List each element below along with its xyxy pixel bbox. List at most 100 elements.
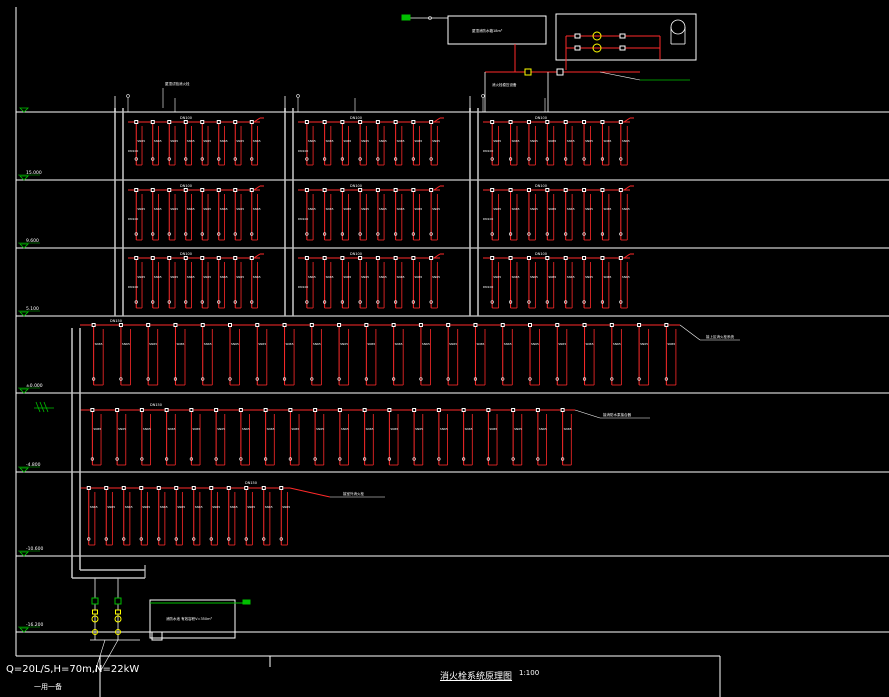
hydrant-cabinet-icon xyxy=(340,232,344,236)
hydrant-tag: SN65 xyxy=(379,139,387,143)
gate-valve-icon xyxy=(183,256,188,260)
leader-line xyxy=(99,639,119,673)
hydrant-cabinet-icon xyxy=(582,377,587,381)
hydrant-cabinet-icon xyxy=(167,232,171,236)
gate-valve-icon xyxy=(391,323,396,327)
level-label: -4.800 xyxy=(26,462,41,468)
hydrant-tag: SN65 xyxy=(187,275,195,279)
hydrant-cabinet-icon xyxy=(157,537,161,541)
hydrant-tag: SN65 xyxy=(160,505,168,509)
hydrant-cabinet-icon xyxy=(619,232,623,236)
hydrant-tag: SN65 xyxy=(512,139,520,143)
hydrant-tag: SN65 xyxy=(107,505,115,509)
hydrant-cabinet-icon xyxy=(561,457,565,461)
gate-valve-icon xyxy=(535,408,540,412)
hydrant-tag: SN65 xyxy=(414,139,422,143)
hydrant-cabinet-icon xyxy=(233,157,237,161)
hydrant-tag: SN65 xyxy=(326,275,334,279)
hydrant-tag: SN65 xyxy=(282,505,290,509)
hydrant-tag: SN65 xyxy=(154,139,162,143)
hydrant-cabinet-icon xyxy=(92,377,96,381)
gate-valve-icon xyxy=(560,408,565,412)
booster-pump-icon xyxy=(592,43,602,53)
level-mark-triangle xyxy=(19,467,29,473)
gate-valve-icon xyxy=(563,256,568,260)
design-params-label: Q=20L/S,H=70m,N=22kW xyxy=(6,664,140,675)
gate-valve-icon xyxy=(167,120,172,124)
level-mark-triangle xyxy=(19,311,29,317)
check-valve-icon xyxy=(619,33,626,39)
pipe-size-label: DN100 xyxy=(350,184,362,188)
hydrant-tag: SN65 xyxy=(154,207,162,211)
hydrant-cabinet-icon xyxy=(358,157,362,161)
hydrant-tag: SN65 xyxy=(125,505,133,509)
pipe-size-label: DN150 xyxy=(245,481,257,485)
gate-valve-icon xyxy=(200,120,205,124)
hydrant-tag: SN65 xyxy=(531,342,539,346)
hydrant-tag: SN65 xyxy=(548,275,556,279)
roof-fire-tank xyxy=(447,15,547,45)
gate-valve-icon xyxy=(582,323,587,327)
hydrant-cabinet-icon xyxy=(214,457,218,461)
level-mark-icon: 9.600 xyxy=(18,238,40,249)
hydrant-cabinet-icon xyxy=(429,300,433,304)
gate-valve-icon xyxy=(436,408,441,412)
gate-valve-icon xyxy=(226,486,231,490)
gate-valve-icon xyxy=(609,323,614,327)
gate-valve-icon xyxy=(500,323,505,327)
gate-valve-icon xyxy=(411,256,416,260)
gate-valve-icon xyxy=(209,486,214,490)
level-mark-icon: ±0.000 xyxy=(18,383,43,394)
pump-body xyxy=(91,615,99,623)
hydrant-cabinet-icon xyxy=(411,157,415,161)
gate-valve-icon xyxy=(304,256,309,260)
hydrant-tag: SN65 xyxy=(341,427,349,431)
exhaust-valve-icon xyxy=(126,94,130,98)
hydrant-cabinet-icon xyxy=(545,232,549,236)
leader-line xyxy=(679,324,701,341)
hydrant-tag: SN65 xyxy=(177,505,185,509)
gate-valve-icon xyxy=(490,256,495,260)
hydrant-cabinet-icon xyxy=(244,537,248,541)
gate-valve-icon xyxy=(600,188,605,192)
gate-valve-icon xyxy=(86,486,91,490)
hydrant-cabinet-icon xyxy=(664,377,668,381)
hydrant-cabinet-icon xyxy=(250,300,254,304)
hydrant-cabinet-icon xyxy=(619,300,623,304)
gate-valve-icon xyxy=(358,188,363,192)
hydrant-tag: SN65 xyxy=(622,139,630,143)
hydrant-tag: SN65 xyxy=(603,139,611,143)
hydrant-tag: SN65 xyxy=(414,275,422,279)
hydrant-cabinet-icon xyxy=(527,300,531,304)
branch-end xyxy=(253,185,261,191)
hydrant-tag: SN65 xyxy=(203,139,211,143)
hydrant-tag: SN65 xyxy=(258,342,266,346)
hydrant-cabinet-icon xyxy=(376,300,380,304)
gate-valve-icon xyxy=(233,120,238,124)
gate-valve-icon xyxy=(134,256,139,260)
hydrant-tag: SN65 xyxy=(512,207,520,211)
gate-valve-icon xyxy=(364,323,369,327)
pipe-size-label: DN100 xyxy=(483,149,493,153)
hydrant-tag: SN65 xyxy=(603,275,611,279)
hydrant-tag: SN65 xyxy=(93,427,101,431)
hydrant-tag: SN65 xyxy=(539,427,547,431)
hydrant-cabinet-icon xyxy=(200,300,204,304)
gate-valve-icon xyxy=(200,256,205,260)
gate-valve-icon xyxy=(322,188,327,192)
hydrant-cabinet-icon xyxy=(192,537,196,541)
level-mark-triangle xyxy=(19,627,29,633)
hydrant-tag: SN65 xyxy=(397,139,405,143)
hydrant-tag: SN65 xyxy=(613,342,621,346)
hydrant-cabinet-icon xyxy=(323,300,327,304)
gate-valve-icon xyxy=(263,408,268,412)
gate-valve-icon xyxy=(228,323,232,327)
gate-valve-icon xyxy=(216,120,221,124)
hydrant-tag: SN65 xyxy=(203,275,211,279)
level-label: -10.600 xyxy=(26,546,44,552)
gate-valve-icon xyxy=(91,323,96,327)
gate-valve-icon xyxy=(261,486,266,490)
hydrant-tag: SN65 xyxy=(395,342,403,346)
gate-valve-icon xyxy=(555,323,560,327)
hydrant-cabinet-icon xyxy=(582,300,586,304)
